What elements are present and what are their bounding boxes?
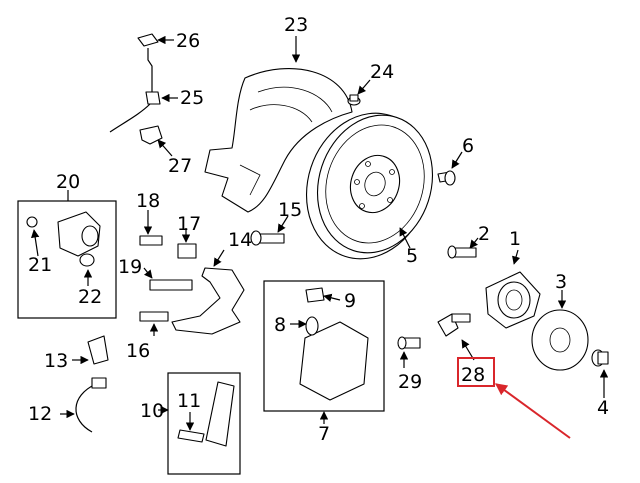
hub-bearing <box>485 271 541 329</box>
brake-disc <box>305 112 434 260</box>
abs-sensor <box>437 313 471 337</box>
callout-20: 20 <box>56 171 80 193</box>
callout-15: 15 <box>278 199 302 221</box>
callout-8: 8 <box>274 314 286 336</box>
callout-24: 24 <box>370 61 394 83</box>
callout-18: 18 <box>136 190 160 212</box>
highlight-box <box>457 357 495 387</box>
carrier-bolt <box>250 230 285 246</box>
callout-9: 9 <box>344 290 356 312</box>
callout-3: 3 <box>555 271 567 293</box>
callout-2: 2 <box>478 223 490 245</box>
caliper-group-box <box>263 280 385 412</box>
hub-nut <box>591 349 609 367</box>
callout-6: 6 <box>462 135 474 157</box>
wear-sensors <box>75 335 109 433</box>
callout-13: 13 <box>44 350 68 372</box>
leader-lines <box>30 35 609 431</box>
callout-19: 19 <box>118 256 142 278</box>
parking-brake-motor <box>26 211 101 267</box>
callout-27: 27 <box>168 155 192 177</box>
callout-29: 29 <box>398 371 422 393</box>
caliper-carrier <box>171 267 245 335</box>
callout-17: 17 <box>177 213 201 235</box>
callout-10: 10 <box>140 400 164 422</box>
callout-1: 1 <box>509 228 521 250</box>
brake-pads <box>177 381 235 447</box>
callout-12: 12 <box>28 403 52 425</box>
hub-flange <box>531 309 589 371</box>
callout-4: 4 <box>597 397 609 419</box>
highlight-arrow <box>495 383 571 439</box>
guide-pins <box>139 235 197 322</box>
callout-26: 26 <box>176 30 200 52</box>
callout-23: 23 <box>284 14 308 36</box>
callout-5: 5 <box>406 245 418 267</box>
callout-14: 14 <box>228 229 252 251</box>
callout-25: 25 <box>180 87 204 109</box>
callout-28: 28 <box>461 364 485 386</box>
brake-caliper <box>299 287 369 401</box>
callout-11: 11 <box>177 390 201 412</box>
disc-bolt <box>437 170 456 186</box>
shield-screw <box>347 94 361 106</box>
brake-hose <box>109 33 163 145</box>
actuator-group-box <box>17 200 117 319</box>
knuckle-bolt <box>447 245 477 259</box>
callout-22: 22 <box>78 286 102 308</box>
callout-7: 7 <box>318 423 330 445</box>
callout-labels: 1 2 3 4 5 6 7 8 9 10 11 12 13 14 15 16 1… <box>28 14 609 445</box>
callout-16: 16 <box>126 340 150 362</box>
callout-21: 21 <box>28 254 52 276</box>
hub-bolt <box>397 336 421 350</box>
pad-group-box <box>167 372 241 475</box>
dust-shield <box>204 68 353 213</box>
